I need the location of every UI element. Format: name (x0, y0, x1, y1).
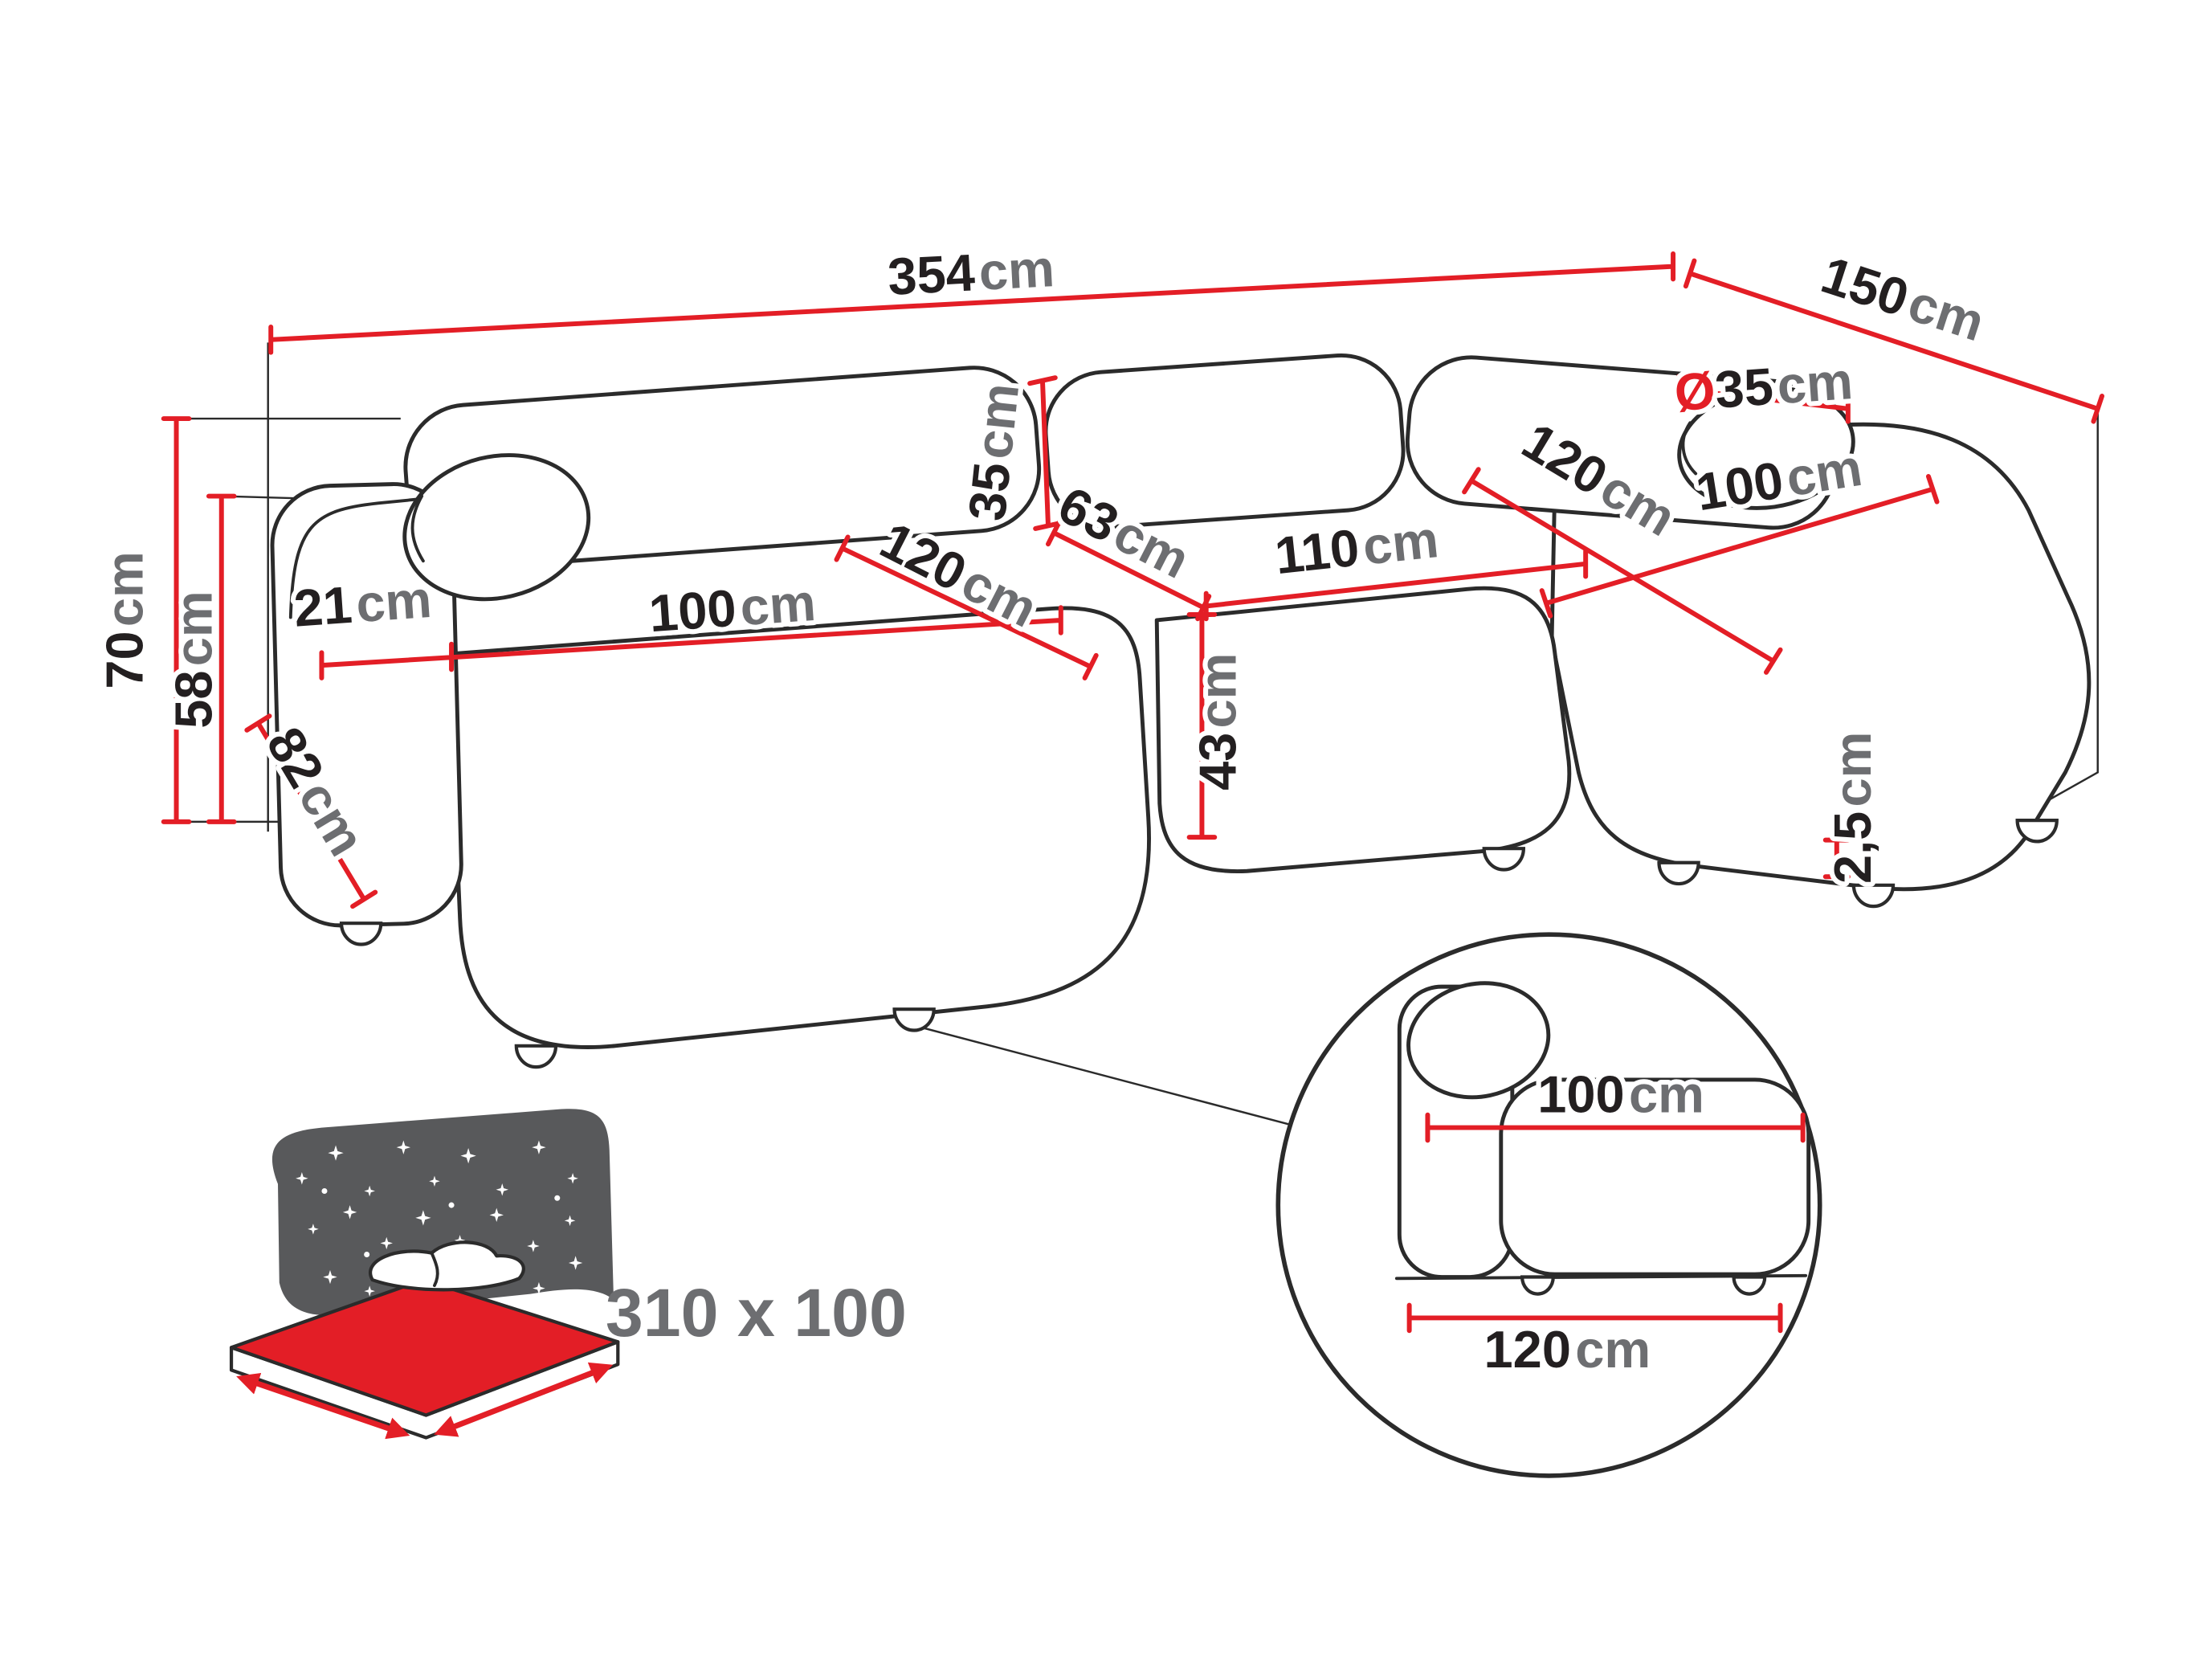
star-dot (364, 1251, 370, 1257)
dim-line-bolster-diameter (1676, 374, 1851, 424)
star-dot (321, 1188, 328, 1195)
dim-line-chaise-width (1539, 474, 1940, 619)
dim-label-bolster-diameter: Ø35cm (1672, 351, 1855, 422)
sofa-leg (1657, 860, 1700, 886)
dim-label-overall-height: 70cm (95, 551, 153, 689)
sofa-leg (514, 1044, 558, 1069)
dim-label-armrest-width: 21cm (292, 570, 434, 638)
sleeping-function-icon: 310 x 100 (229, 1109, 907, 1440)
starry-backdrop (271, 1109, 614, 1315)
dim-line-overall-height (161, 416, 192, 824)
armrest-left-edge-line (288, 494, 451, 619)
dim-line-seat-height (1186, 611, 1218, 840)
mattress-length-arrow (236, 1372, 410, 1440)
detail-bolster-pillow (1406, 981, 1551, 1100)
bolster-left-fold-line (410, 494, 425, 563)
dim-line-armrest-and-seat-width (319, 605, 1063, 680)
dim-label-leg-height: 2,5cm (1823, 732, 1882, 884)
sofa-leg (1851, 883, 1896, 909)
sleeping-area-label: 310 x 100 (606, 1275, 907, 1350)
detail-leg (1520, 1275, 1555, 1296)
dim-line-total-width (268, 251, 1676, 355)
dim-label-seat-width-left: 100cm (647, 573, 818, 643)
star-dot (554, 1195, 561, 1201)
dim-line-total-depth (1683, 258, 2104, 424)
dim-label-backrest-height: 58cm (164, 590, 222, 728)
sofa-leg (339, 921, 383, 946)
star-dot (448, 1202, 455, 1208)
bolster-pillow-left (402, 453, 591, 602)
dim-label-back-cushion-height: 35cm (957, 381, 1030, 524)
dim-line-backrest-height (206, 493, 237, 824)
dimension-lines (161, 251, 2104, 1334)
sofa-leg (1482, 847, 1525, 872)
dim-label-total-depth: 150cm (1814, 245, 1991, 352)
dim-label-seat-height: 43cm (1189, 653, 1247, 791)
mattress-width-arrow (434, 1362, 614, 1437)
dim-label-total-width: 354cm (886, 239, 1055, 306)
seat-cushion-right (1154, 586, 1572, 873)
dim-line-detail-width (1425, 1112, 1806, 1143)
detail-view (1275, 932, 1822, 1478)
detail-leg (1732, 1275, 1767, 1296)
dim-line-seat-depth (834, 534, 1099, 680)
bolster-pillow-right (1677, 386, 1855, 510)
sofa-leg (2015, 818, 2059, 844)
dim-line-chaise-depth (1462, 467, 1783, 675)
bolster-right-fold-line (1681, 421, 1698, 476)
dim-line-armrest-depth (244, 713, 378, 909)
detail-connector-line (905, 1022, 1292, 1126)
dim-line-leg-height (1822, 837, 1851, 880)
pillow-divider-line (430, 1251, 439, 1287)
dim-line-detail-depth (1406, 1302, 1783, 1334)
pillows (369, 1240, 525, 1292)
sofa-drawing (270, 353, 2092, 1069)
dim-label-seat-width-middle: 110cm (1272, 509, 1442, 585)
sofa-leg (892, 1007, 936, 1032)
seat-cushion-left (447, 606, 1152, 1049)
